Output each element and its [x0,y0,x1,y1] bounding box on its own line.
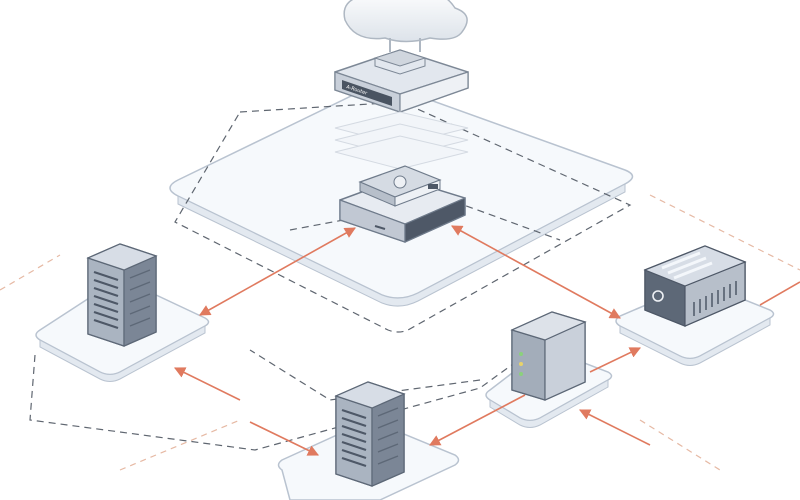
link-midright-right [589,347,642,373]
link-right-edge [759,281,800,306]
link-gateway-left [199,227,356,316]
mid-right-server [510,311,587,401]
stack-layers [334,111,469,170]
link-bottom-midright [429,394,526,446]
status-led-yellow-icon [519,362,523,366]
right-appliance [643,245,747,327]
central-gateway [339,165,466,243]
left-server [86,243,158,347]
link-left-bottom [173,367,241,401]
connection-arrows [173,225,800,456]
gateway-indicator-icon [393,175,407,189]
bottom-server [334,381,406,487]
link-bottom-left [249,421,320,456]
cloud-icon [343,0,468,52]
background-guides [0,194,800,471]
link-gateway-right [451,225,621,319]
power-icon [652,290,664,302]
status-led-green-icon [519,372,523,376]
link-bottom-right-up [578,409,651,446]
status-led-green-icon [519,352,523,356]
